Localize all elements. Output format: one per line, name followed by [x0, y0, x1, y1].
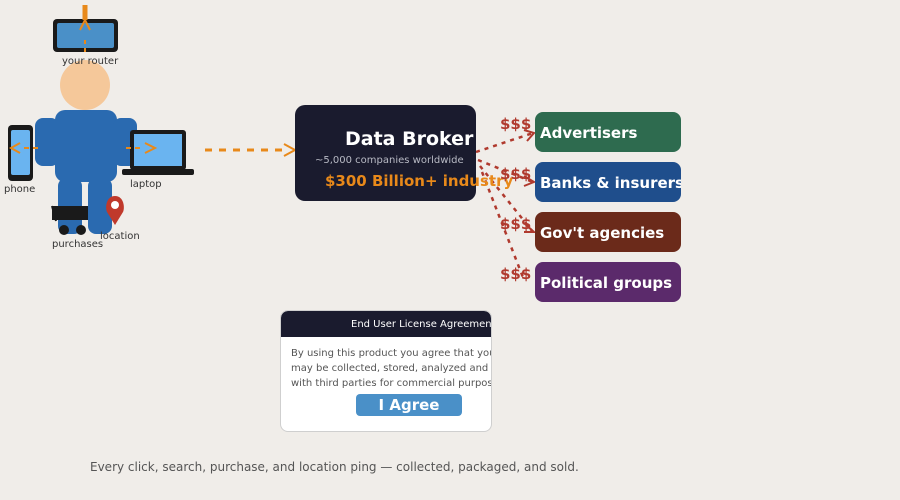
footer-caption: Every click, search, purchase, and locat… — [90, 460, 579, 474]
person-head — [60, 60, 110, 110]
data-broker-box: Data Broker ~5,000 companies worldwide — [295, 105, 476, 201]
location-pin-icon — [106, 196, 124, 225]
buyer-label: Advertisers — [540, 124, 638, 142]
buyer-government-agencies: Gov't agencies — [535, 212, 681, 252]
flow-to-political — [480, 171, 526, 281]
buyer-label: Banks & insurers — [540, 174, 681, 192]
person-right-leg — [88, 178, 112, 234]
eula-line: with third parties for commercial purpos… — [291, 378, 492, 389]
flow-to-banks — [477, 158, 534, 184]
buyer-label: Political groups — [540, 274, 673, 292]
laptop-icon — [122, 130, 194, 175]
eula-header: End User License Agreement — [281, 311, 491, 337]
router-antenna-arrow — [79, 5, 91, 56]
location-label: location — [100, 231, 140, 242]
money-symbol-banks: $$$ — [500, 165, 532, 183]
broker-subtitle: ~5,000 companies worldwide — [315, 155, 464, 166]
person-to-broker-arrow — [205, 143, 298, 157]
purchases-label: purchases — [52, 239, 104, 250]
money-symbol-government: $$$ — [500, 215, 532, 233]
money-flow-lines — [475, 131, 534, 281]
i-agree-button[interactable]: I Agree — [356, 394, 462, 416]
money-flow-arrowheads — [523, 129, 537, 233]
buyer-political-groups: Political groups — [535, 262, 681, 302]
eula-line: By using this product you agree that you… — [291, 348, 491, 359]
eula-line: may be collected, stored, analyzed and s… — [291, 363, 491, 374]
router-label: your router — [62, 56, 119, 67]
laptop-flow-arrow — [126, 142, 158, 154]
flow-to-advertisers — [475, 131, 534, 154]
router-icon — [53, 19, 118, 52]
person-left-arm — [35, 118, 59, 166]
broker-title: Data Broker — [345, 128, 474, 150]
eula-dialog: End User License Agreement By using this… — [280, 310, 492, 432]
person-body — [55, 110, 117, 182]
shopping-cart-icon — [51, 205, 88, 235]
buyer-label: Gov't agencies — [540, 224, 665, 242]
buyer-banks-insurers: Banks & insurers — [535, 162, 681, 202]
money-symbol-advertisers: $$$ — [500, 115, 532, 133]
laptop-label: laptop — [130, 179, 162, 190]
money-symbol-political: $$$ — [500, 265, 532, 283]
eula-body: By using this product you agree that you… — [291, 346, 492, 391]
phone-label: phone — [4, 184, 36, 195]
broker-industry-value: $300 Billion+ industry — [325, 172, 514, 190]
phone-flow-arrow — [8, 142, 38, 154]
eula-title: End User License Agreement — [351, 319, 491, 330]
buyer-advertisers: Advertisers — [535, 112, 681, 152]
phone-icon — [8, 125, 33, 181]
